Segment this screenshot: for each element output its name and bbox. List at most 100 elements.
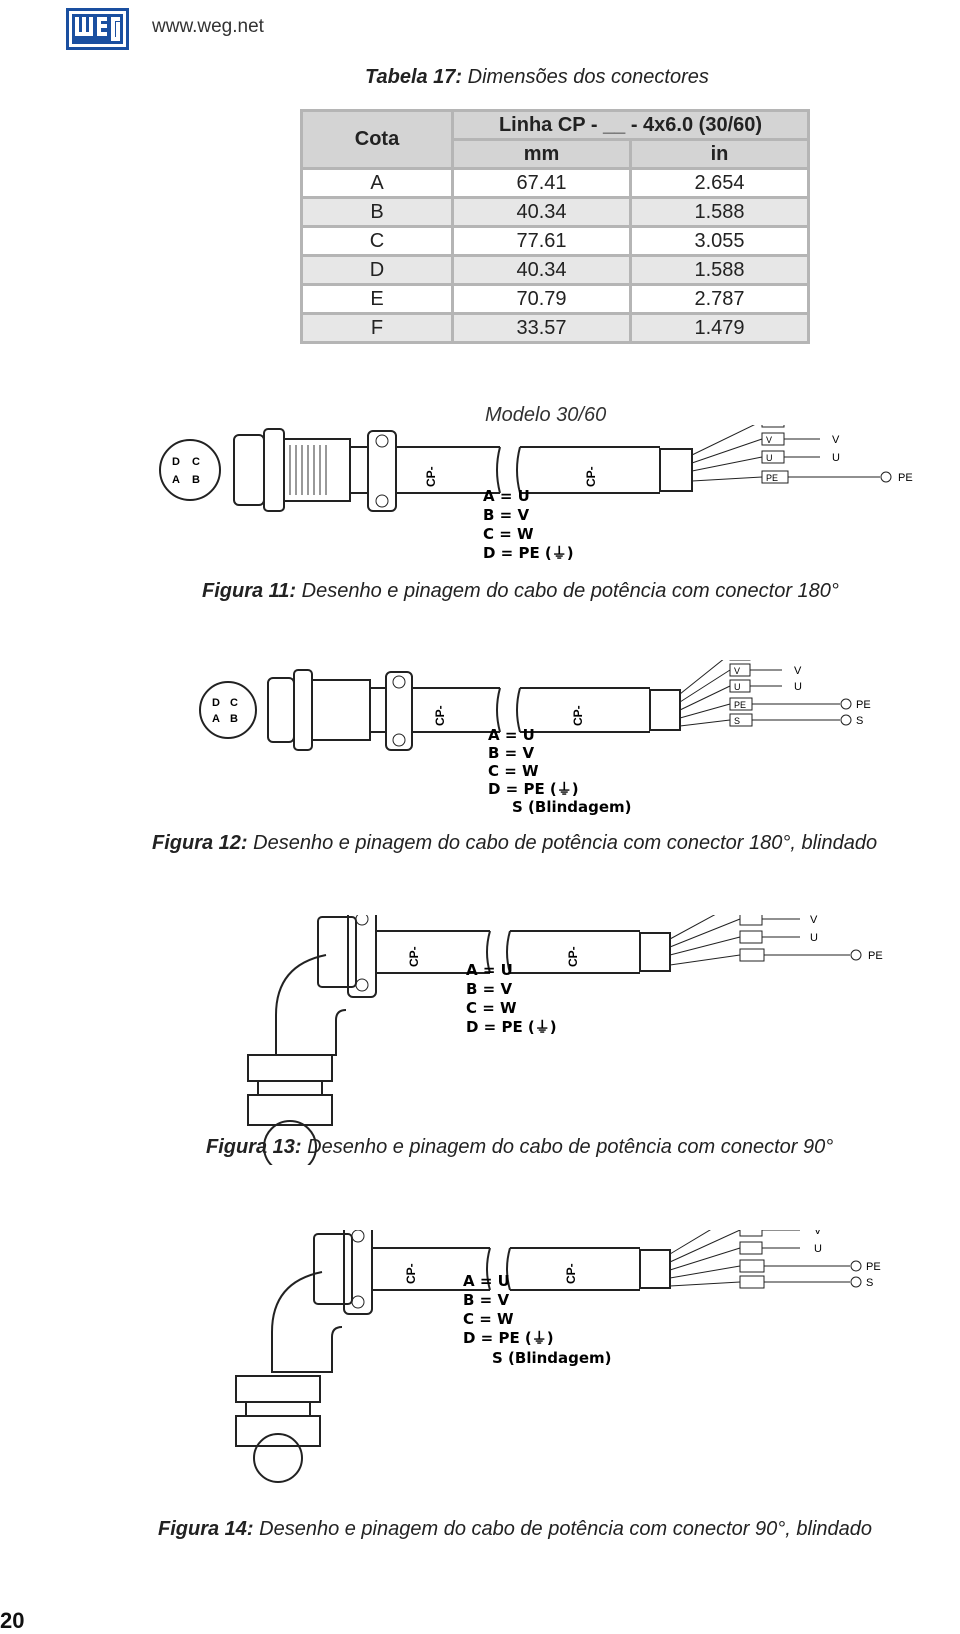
pin-label: C: [230, 697, 238, 709]
cell-mm: 70.79: [451, 283, 632, 315]
table-caption-label: Tabela 17:: [365, 66, 463, 88]
cable-mark: CP-: [566, 946, 580, 967]
header-line: Linha CP - __ - 4x6.0 (30/60): [451, 109, 810, 141]
wires: [679, 660, 852, 727]
connector-face: [253, 1433, 303, 1483]
wire-label: V: [814, 1230, 822, 1237]
cell-mm: 40.34: [451, 254, 632, 286]
figure-text: Desenho e pinagem do cabo de potência co…: [247, 832, 878, 854]
pin-label: D: [212, 697, 220, 709]
pin-map: A = U: [463, 1272, 510, 1290]
figure-12-drawing: DC AB CP- CP- W V U PE S W V U PE S A = …: [199, 660, 871, 816]
wires: [669, 1230, 862, 1289]
pin-map: D = PE (⏚): [466, 1018, 557, 1036]
knurl-pattern: [289, 445, 327, 495]
cell-cota: B: [300, 196, 454, 228]
table-caption: Tabela 17: Dimensões dos conectores: [365, 66, 709, 89]
screw: [351, 1295, 365, 1309]
website-url: www.weg.net: [152, 16, 264, 37]
cell-in: 1.588: [628, 254, 811, 286]
pin-map: D = PE (⏚): [488, 780, 579, 798]
elbow-connector: [235, 1230, 373, 1447]
pin-map: C = W: [483, 525, 534, 543]
wire-label: W: [794, 660, 805, 661]
pin-map: A = U: [466, 961, 513, 979]
sleeve-label: U: [766, 453, 773, 463]
pin-map: A = U: [488, 726, 535, 744]
pin-map: C = W: [463, 1310, 514, 1328]
pin-label: C: [192, 456, 200, 468]
figure-label: Figura 12:: [152, 832, 248, 854]
figure-label: Figura 11:: [202, 580, 297, 602]
cell-cota: C: [300, 225, 454, 257]
header-in: in: [628, 138, 811, 170]
header-cota: Cota: [300, 109, 454, 170]
sleeve-label: V: [766, 435, 772, 445]
cable-mark: CP-: [564, 1263, 578, 1284]
figure-label: Figura 14:: [158, 1518, 254, 1540]
cable: [396, 446, 693, 494]
cell-in: 1.479: [628, 312, 811, 344]
pin-label: B: [230, 713, 238, 725]
connector-body: [233, 428, 397, 512]
page-number: 20: [0, 1608, 25, 1633]
pin-map: C = W: [488, 762, 539, 780]
cell-mm: 40.34: [451, 196, 632, 228]
cell-in: 1.588: [628, 196, 811, 228]
wire-label: U: [810, 932, 818, 944]
model-label: Modelo 30/60: [485, 404, 607, 426]
cell-cota: A: [300, 167, 454, 199]
table-subheader-row: mm in: [302, 138, 811, 170]
sleeve-label: PE: [766, 473, 778, 483]
wires: [691, 425, 892, 484]
wire-label: PE: [856, 699, 871, 711]
dimensions-table: Cota Linha CP - __ - 4x6.0 (30/60) mm in…: [300, 109, 811, 344]
figure-11-caption: Figura 11: Desenho e pinagem do cabo de …: [202, 580, 839, 603]
cable: [372, 1247, 671, 1291]
cell-in: 2.654: [628, 167, 811, 199]
cable-mark: CP-: [407, 946, 421, 967]
cell-in: 2.787: [628, 283, 811, 315]
connector-face: [263, 1120, 317, 1165]
wire-label: S: [866, 1277, 873, 1289]
wire-label: PE: [898, 472, 913, 484]
pin-label: D: [172, 456, 180, 468]
weg-logo: [66, 8, 129, 50]
pin-label: A: [172, 474, 180, 486]
screw: [392, 733, 406, 747]
table-header-row: Cota Linha CP - __ - 4x6.0 (30/60): [300, 109, 810, 170]
pin-map-shield: S (Blindagem): [512, 798, 632, 816]
cable-mark: CP-: [404, 1263, 418, 1284]
pin-map: A = U: [483, 487, 530, 505]
pin-map: B = V: [488, 744, 534, 762]
cell-mm: 33.57: [451, 312, 632, 344]
wires: [669, 915, 862, 966]
pin-label: B: [192, 474, 200, 486]
cable-mark: CP-: [584, 466, 598, 487]
cell-cota: F: [300, 312, 454, 344]
figure-13-drawing: CP- CP- W V U PE A = U B = V C = W D = P…: [247, 915, 883, 1165]
header-mm: mm: [451, 138, 632, 170]
figure-14-drawing: CP- CP- W V U PE S A = U B = V C = W D =…: [235, 1230, 881, 1483]
wire-label: U: [832, 452, 840, 464]
wire-label: PE: [868, 950, 883, 962]
figure-12-caption: Figura 12: Desenho e pinagem do cabo de …: [152, 832, 877, 855]
figure-13-caption: Figura 13: Desenho e pinagem do cabo de …: [206, 1136, 833, 1159]
cell-cota: D: [300, 254, 454, 286]
wire-label: U: [794, 681, 802, 693]
screw: [355, 915, 369, 926]
cable: [376, 930, 671, 974]
wire-label: W: [832, 425, 843, 428]
pin-map: B = V: [483, 506, 529, 524]
figure-14-caption: Figura 14: Desenho e pinagem do cabo de …: [158, 1518, 872, 1541]
table-caption-text: Dimensões dos conectores: [462, 66, 709, 88]
figure-label: Figura 13:: [206, 1136, 302, 1158]
screw: [392, 675, 406, 689]
pin-map: D = PE (⏚): [463, 1329, 554, 1347]
wire-label: V: [794, 665, 802, 677]
